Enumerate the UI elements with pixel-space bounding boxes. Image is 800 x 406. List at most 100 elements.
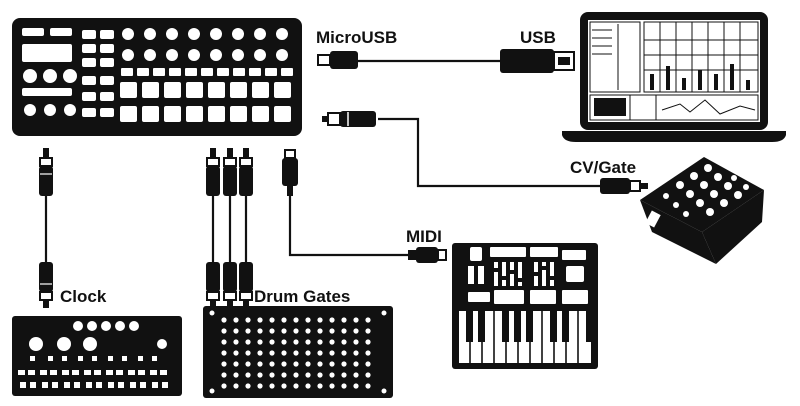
gate-jack (341, 383, 347, 389)
gate-jack (293, 328, 299, 334)
sequencer-display (22, 44, 72, 62)
laptop-base (562, 131, 786, 142)
gate-jack (353, 317, 359, 323)
gate-jack (257, 317, 263, 323)
cables (44, 59, 600, 262)
gate-jack (245, 317, 251, 323)
gate-jack (341, 372, 347, 378)
gate-jack (281, 372, 287, 378)
gate-jack (233, 317, 239, 323)
drum-gates-label: Drum Gates (254, 287, 350, 306)
gate-jack (221, 339, 227, 345)
midi-label: MIDI (406, 227, 442, 246)
gate-jack (221, 328, 227, 334)
gate-jack (317, 383, 323, 389)
gate-jack (341, 361, 347, 367)
gate-jack (233, 350, 239, 356)
gate-jack (281, 361, 287, 367)
gate-jack (221, 372, 227, 378)
gate-jack (281, 350, 287, 356)
gate-jack (353, 350, 359, 356)
gate-jack (305, 372, 311, 378)
midi-plug-sequencer-side (282, 149, 298, 196)
gate-jack (269, 350, 275, 356)
midi-plug-synth-side (408, 247, 447, 263)
gate-jack (353, 361, 359, 367)
microusb-label: MicroUSB (316, 28, 397, 47)
gate-jack (269, 317, 275, 323)
gate-jack (317, 372, 323, 378)
drum-gate-plug-pair-1 (206, 148, 220, 308)
cv-gate-cable (378, 117, 600, 188)
gate-jack (293, 339, 299, 345)
cv-jack-module-side (600, 178, 648, 194)
gate-jack (281, 339, 287, 345)
gate-jack (329, 328, 335, 334)
gate-jack (221, 383, 227, 389)
gate-jack (305, 317, 311, 323)
gate-jack (293, 317, 299, 323)
analog-synthesizer (452, 243, 598, 369)
microusb-plug (317, 51, 358, 69)
drum-gates-module (203, 306, 393, 398)
gate-jack (245, 350, 251, 356)
gate-jack (245, 339, 251, 345)
gate-jack (281, 328, 287, 334)
gate-jack (257, 328, 263, 334)
gate-jack (281, 383, 287, 389)
sequencer-pads (120, 82, 291, 122)
gate-jack (329, 339, 335, 345)
cv-gate-label: CV/Gate (570, 158, 636, 177)
gate-jack (257, 361, 263, 367)
gate-jack (317, 328, 323, 334)
gate-jack (365, 350, 371, 356)
gate-jack (233, 339, 239, 345)
gate-jack (305, 361, 311, 367)
gate-jack (329, 350, 335, 356)
gate-jack (353, 383, 359, 389)
gate-jack (257, 372, 263, 378)
usb-plug (500, 49, 575, 73)
gate-jack (353, 328, 359, 334)
laptop (562, 12, 786, 142)
midi-cable (288, 196, 410, 257)
gate-jack (257, 339, 263, 345)
clock-cable-plugs (39, 148, 53, 308)
gate-jack (329, 372, 335, 378)
usb-label: USB (520, 28, 556, 47)
clock-drum-machine (12, 316, 182, 396)
clock-label: Clock (60, 287, 107, 306)
gate-jack (245, 372, 251, 378)
gate-jack (365, 383, 371, 389)
gate-jack (305, 350, 311, 356)
gate-jack (329, 383, 335, 389)
gate-jack (233, 383, 239, 389)
gate-jack (317, 361, 323, 367)
gate-jack (293, 361, 299, 367)
gate-jack (329, 361, 335, 367)
gate-jack (365, 361, 371, 367)
gate-jack (365, 339, 371, 345)
gate-jack (221, 350, 227, 356)
gate-jack (305, 383, 311, 389)
gate-jack (353, 372, 359, 378)
gate-jack (269, 361, 275, 367)
gate-jack (293, 372, 299, 378)
gate-jack (317, 339, 323, 345)
gate-jack (269, 372, 275, 378)
gate-jack (293, 350, 299, 356)
gate-jack (341, 317, 347, 323)
drum-gates-jack-grid (221, 317, 371, 389)
gate-jack (221, 361, 227, 367)
gate-jack (353, 339, 359, 345)
gate-jack (245, 328, 251, 334)
modular-synth-module (640, 157, 764, 264)
gate-jack (365, 372, 371, 378)
gate-jack (341, 350, 347, 356)
gate-jack (317, 317, 323, 323)
gate-jack (341, 328, 347, 334)
gate-jack (245, 383, 251, 389)
gate-jack (281, 317, 287, 323)
gate-jack (269, 339, 275, 345)
